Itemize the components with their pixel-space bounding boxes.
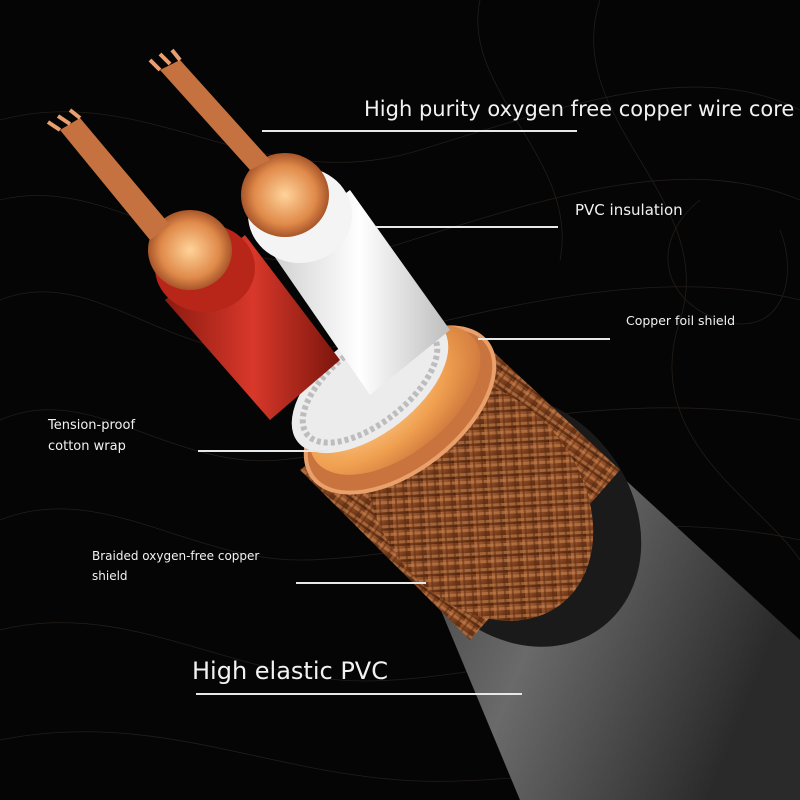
red-conductor: [46, 108, 340, 420]
braided-shield-label: Braided oxygen-free copper shield: [92, 546, 259, 586]
braided-shield-leader-line: [296, 582, 426, 584]
braided-shield-label-line2: shield: [92, 569, 128, 583]
pvc-insulation-label: PVC insulation: [575, 201, 683, 219]
white-conductor: [148, 48, 450, 395]
cotton-wrap-leader-line: [198, 450, 328, 452]
wire-core-leader-line: [262, 130, 577, 132]
cotton-wrap-label: Tension-proof cotton wrap: [48, 415, 135, 457]
cotton-wrap-label-line2: cotton wrap: [48, 439, 126, 454]
wire-core-label: High purity oxygen free copper wire core: [364, 97, 795, 121]
cotton-wrap-label-line1: Tension-proof: [48, 418, 136, 433]
outer-jacket-label: High elastic PVC: [192, 657, 388, 685]
outer-jacket-leader-line: [196, 693, 522, 695]
copper-foil-leader-line: [478, 338, 610, 340]
pvc-insulation-leader-line: [376, 226, 558, 228]
copper-foil-label: Copper foil shield: [626, 313, 736, 328]
braided-shield-label-line1: Braided oxygen-free copper: [92, 549, 260, 563]
